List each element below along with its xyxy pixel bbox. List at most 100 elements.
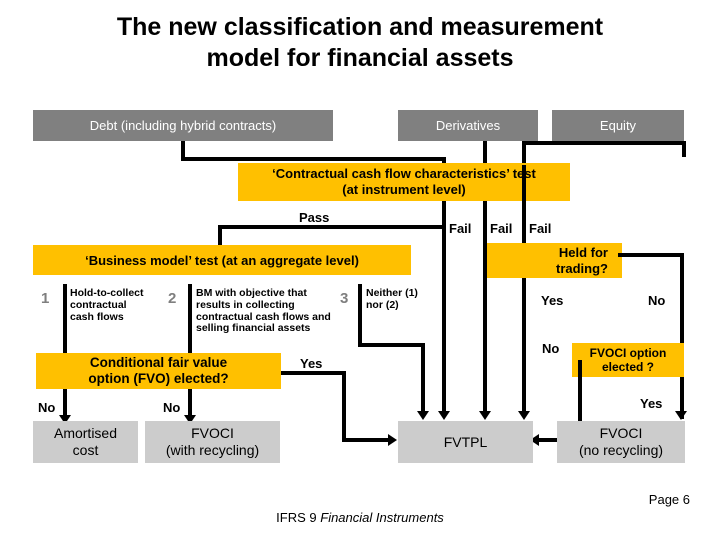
connector-pass-horizontal [218, 225, 446, 229]
header-box-equity-label: Equity [599, 118, 637, 133]
bm-option-1-line-3: cash flows [70, 310, 124, 323]
arrow-fvo-no-right-into-fvoci [184, 415, 196, 424]
connector-pass-into-bm [218, 225, 222, 247]
connector-bm3-right [358, 343, 425, 347]
arrow-bm3-into-fvtpl [417, 411, 429, 420]
bm-option-3-text: Neither (1) nor (2) [366, 287, 444, 312]
fvoci-recycling-line-1: FVOCI [191, 425, 234, 442]
outcome-box-fvoci-no-recycling[interactable]: FVOCI (no recycling) [557, 421, 685, 463]
arrow-fvoci-no-into-fvtpl [530, 434, 539, 446]
bm-option-3-line-1: Neither (1) [366, 287, 418, 299]
connector-fail-2 [483, 201, 487, 415]
fvoci-recycling-line-2: (with recycling) [165, 442, 260, 458]
connector-equity-into-fail [522, 141, 526, 165]
amortised-cost-line-1: Amortised [53, 425, 118, 442]
edge-label-fvo-no-right: No [163, 400, 181, 415]
test-box-contractual-cash-flow[interactable]: ‘Contractual cash flow characteristics’ … [238, 163, 570, 201]
test-box-business-model[interactable]: ‘Business model’ test (at an aggregate l… [33, 245, 411, 275]
footer-standard-title: Financial Instruments [320, 510, 444, 525]
arrow-fail1-into-fvtpl [438, 411, 450, 420]
contractual-test-line-1: ‘Contractual cash flow characteristics’ … [272, 166, 536, 182]
fvoci-no-recycling-line-2: (no recycling) [578, 442, 664, 458]
connector-fvo-yes-down [342, 371, 346, 438]
bm-option-2-text: BM with objective that results in collec… [196, 287, 356, 335]
connector-debt-right [181, 157, 446, 161]
edge-label-fvoci-option-yes: Yes [640, 396, 663, 411]
edge-label-fail-1: Fail [449, 221, 472, 236]
fvoci-option-line-2: elected ? [601, 360, 655, 374]
header-box-debt[interactable]: Debt (including hybrid contracts) [33, 110, 333, 141]
connector-derivatives-down [483, 141, 487, 165]
arrow-fail2-into-fvtpl [479, 411, 491, 420]
connector-hft-yes-down [522, 278, 526, 415]
connector-fvo-no-right-down [188, 389, 192, 419]
title-line-1: The new classification and measurement [116, 13, 604, 41]
connector-fvoci-yes-down [680, 377, 684, 415]
header-box-derivatives-label: Derivatives [435, 118, 501, 133]
arrow-hft-yes-into-fvtpl [518, 411, 530, 420]
connector-hft-no-down [680, 253, 684, 419]
edge-label-fvo-no-left: No [38, 400, 56, 415]
bm-option-1-text: Hold-to-collect contractual cash flows [70, 287, 182, 323]
test-box-conditional-fvo[interactable]: Conditional fair value option (FVO) elec… [36, 353, 281, 389]
arrow-fvo-no-left-into-amortised [59, 415, 71, 424]
bm-option-1-line-2: contractual [70, 298, 127, 311]
connector-equity-left [522, 141, 686, 145]
footer-standard: IFRS 9 Financial Instruments [0, 510, 720, 525]
page-number: Page 6 [648, 492, 690, 507]
bm-option-2-number: 2 [168, 290, 177, 307]
held-for-trading-line-2: trading? [556, 260, 608, 276]
connector-fvo-yes-right [281, 371, 346, 375]
footer-standard-name: IFRS 9 [276, 510, 321, 525]
page-title: The new classification and measurement m… [30, 12, 690, 73]
bm-option-2-line-1: BM with objective that [196, 287, 307, 299]
edge-label-fail-3: Fail [529, 221, 552, 236]
edge-label-pass: Pass [299, 210, 330, 225]
outcome-box-fvtpl[interactable]: FVTPL [398, 421, 533, 463]
fvoci-option-line-1: FVOCI option [589, 345, 667, 360]
connector-equity-down [682, 141, 686, 157]
fvtpl-label: FVTPL [443, 433, 488, 450]
bm-option-2-line-2: results in collecting [196, 298, 295, 311]
conditional-fvo-line-2: option (FVO) elected? [88, 371, 229, 386]
header-box-derivatives[interactable]: Derivatives [398, 110, 538, 141]
fvoci-no-recycling-line-1: FVOCI [599, 425, 643, 442]
outcome-box-fvoci-with-recycling[interactable]: FVOCI (with recycling) [145, 421, 280, 463]
connector-pass-down-right [442, 201, 446, 229]
connector-bm3-into-fvtpl [421, 343, 425, 415]
title-line-2: model for financial assets [206, 43, 514, 72]
edge-label-fail-2: Fail [490, 221, 513, 236]
held-for-trading-line-1: Held for [558, 244, 608, 260]
connector-fail-1 [442, 225, 446, 415]
connector-bm2-down [188, 284, 192, 353]
connector-bm3-down [358, 284, 362, 347]
connector-fail-3 [522, 165, 526, 243]
header-box-equity[interactable]: Equity [552, 110, 684, 141]
contractual-test-line-2: (at instrument level) [342, 182, 466, 197]
bm-option-2-line-4: selling financial assets [196, 322, 311, 335]
connector-debt-into-test [442, 157, 446, 165]
arrow-fvoci-yes-into-box [675, 411, 687, 420]
bm-option-3-line-2: nor (2) [366, 298, 399, 311]
bm-option-1-number: 1 [41, 290, 50, 307]
edge-label-hft-no: No [648, 293, 666, 308]
connector-debt-down [181, 141, 185, 161]
connector-fvoci-no-down [578, 360, 582, 442]
connector-fvo-yes-to-fvtpl [342, 438, 390, 442]
conditional-fvo-line-1: Conditional fair value [89, 354, 228, 370]
test-box-fvoci-option[interactable]: FVOCI option elected ? [572, 343, 684, 377]
connector-bm1-down [63, 284, 67, 353]
bm-option-3-number: 3 [340, 290, 349, 307]
connector-hft-no-right [618, 253, 684, 257]
edge-label-fvoci-option-no: No [542, 341, 560, 356]
bm-option-2-line-3: contractual cash flows and [196, 310, 331, 323]
business-model-test-label: ‘Business model’ test (at an aggregate l… [85, 252, 359, 268]
bm-option-1-line-1: Hold-to-collect [70, 287, 144, 299]
edge-label-fvo-yes: Yes [300, 356, 323, 371]
outcome-box-amortised-cost[interactable]: Amortised cost [33, 421, 138, 463]
test-box-held-for-trading[interactable]: Held for trading? [487, 243, 622, 278]
arrow-fvo-yes-into-fvtpl [388, 434, 397, 446]
connector-fvo-no-left-down [63, 389, 67, 419]
edge-label-hft-yes: Yes [541, 293, 564, 308]
